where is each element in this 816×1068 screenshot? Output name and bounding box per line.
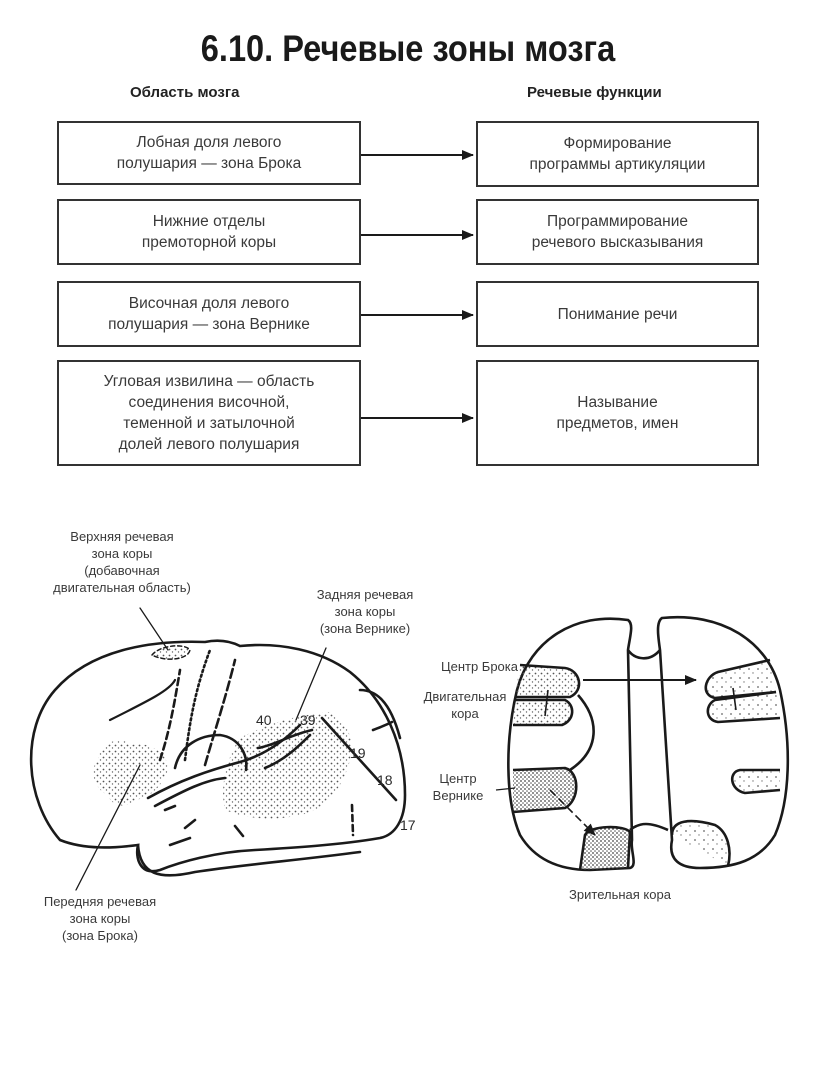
leader-line-anterior-zone bbox=[75, 764, 141, 891]
right-motor-homolog bbox=[706, 690, 781, 724]
top-brain-view bbox=[495, 615, 790, 872]
label-anterior-speech-zone: Передняя речевая зона коры (зона Брока) bbox=[43, 894, 157, 943]
right-visual-homolog bbox=[670, 819, 731, 867]
function-box-articulation: Формирование программы артикуляции bbox=[476, 121, 759, 187]
area-box-angular-gyrus: Угловая извилина — область соединения ви… bbox=[57, 360, 361, 466]
leader-line-posterior-zone bbox=[295, 647, 327, 721]
left-visual-cortex bbox=[578, 825, 632, 871]
label-broca-center: Центр Брока bbox=[440, 659, 518, 674]
area-box-wernicke: Височная доля левого полушария — зона Ве… bbox=[57, 281, 361, 347]
left-motor-cortex bbox=[513, 698, 574, 727]
upper-zone-stipple bbox=[150, 645, 191, 660]
left-wernicke-center bbox=[512, 766, 578, 814]
function-box-programming: Программирование речевого высказывания bbox=[476, 199, 759, 265]
label-upper-speech-zone: Верхняя речевая зона коры (добавочная дв… bbox=[53, 529, 191, 595]
field-number-40: 40 bbox=[256, 712, 272, 728]
function-box-comprehension: Понимание речи bbox=[476, 281, 759, 347]
function-box-naming: Называние предметов, имен bbox=[476, 360, 759, 466]
area-box-premotor: Нижние отделы премоторной коры bbox=[57, 199, 361, 265]
label-visual-cortex: Зрительная кора bbox=[569, 887, 671, 902]
left-broca-center bbox=[515, 663, 581, 699]
label-posterior-speech-zone: Задняя речевая зона коры (зона Вернике) bbox=[316, 587, 414, 636]
area-box-broca: Лобная доля левого полушария — зона Брок… bbox=[57, 121, 361, 185]
lateral-brain-view bbox=[29, 607, 407, 891]
field-number-18: 18 bbox=[377, 772, 393, 788]
column-header-function: Речевые функции bbox=[527, 84, 662, 101]
right-broca-homolog bbox=[704, 658, 777, 700]
field-number-17: 17 bbox=[400, 817, 416, 833]
leader-line-upper-zone bbox=[139, 607, 169, 651]
broca-zone-stipple bbox=[93, 740, 169, 806]
left-hemisphere-outline bbox=[507, 617, 635, 872]
field-number-19: 19 bbox=[350, 745, 366, 761]
column-header-area: Область мозга bbox=[130, 84, 240, 101]
wernicke-zone-stipple bbox=[223, 712, 352, 819]
field-number-39: 39 bbox=[300, 712, 316, 728]
right-hemisphere-outline bbox=[656, 615, 790, 870]
right-wernicke-homolog bbox=[731, 768, 781, 795]
page-title: 6.10. Речевые зоны мозга bbox=[200, 28, 616, 69]
label-motor-cortex: Двигательная кора bbox=[423, 689, 507, 721]
label-wernicke-center: Центр Вернике bbox=[432, 771, 484, 803]
brain-outline bbox=[29, 639, 407, 873]
